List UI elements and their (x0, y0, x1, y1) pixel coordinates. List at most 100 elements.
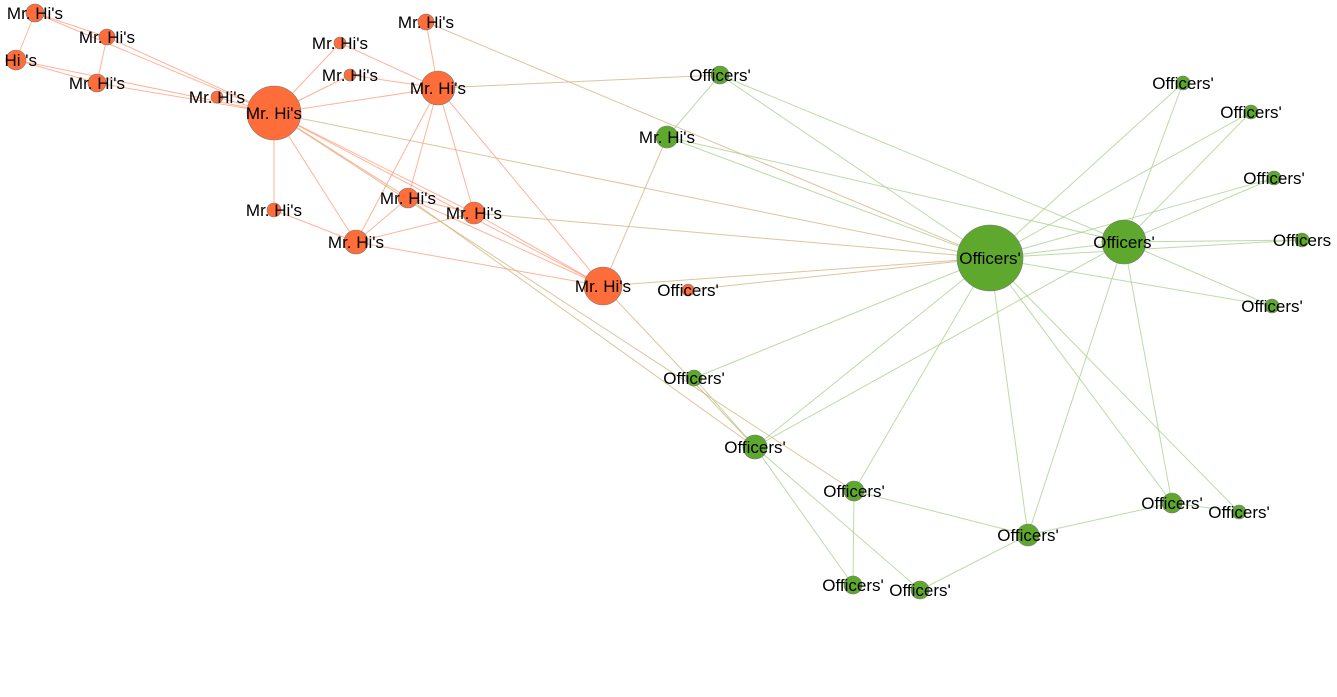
node-label: Mr. Hi's (446, 204, 502, 223)
node-circle[interactable] (1294, 232, 1310, 248)
node-circle[interactable] (1161, 492, 1183, 514)
graph-node[interactable]: Mr. Hi's (189, 88, 245, 107)
node-circle[interactable] (333, 36, 347, 50)
node-label: Officers' (663, 369, 725, 388)
graph-node[interactable]: Officers' (1152, 74, 1214, 93)
graph-node[interactable]: Officers' (1208, 503, 1270, 522)
graph-edge (1123, 241, 1173, 504)
graph-edge (407, 197, 756, 448)
graph-node[interactable]: Officers' (956, 224, 1024, 292)
node-circle[interactable] (1243, 104, 1259, 120)
node-circle[interactable] (681, 283, 695, 297)
graph-node[interactable]: Officers' (663, 369, 725, 388)
node-label: Mr. Hi's (246, 201, 302, 220)
graph-edge (355, 87, 439, 243)
node-label: Mr. Hi's (79, 28, 135, 47)
graph-node[interactable]: . Hi 's (0, 49, 37, 71)
node-circle[interactable] (1175, 75, 1191, 91)
node-circle[interactable] (1231, 504, 1247, 520)
node-circle[interactable] (343, 68, 357, 82)
node-label: Officers (1273, 231, 1331, 250)
node-label: Mr. Hi's (380, 189, 436, 208)
node-label: Officers' (657, 281, 719, 300)
graph-edge (437, 87, 604, 287)
node-circle[interactable] (420, 70, 456, 106)
graph-node[interactable]: Officers' (657, 281, 719, 300)
graph-edge (15, 59, 275, 114)
node-circle[interactable] (5, 49, 27, 71)
node-circle[interactable] (246, 85, 302, 141)
graph-edge (602, 136, 668, 287)
node-circle[interactable] (1266, 170, 1282, 186)
graph-edge (1123, 177, 1275, 243)
graph-node[interactable]: Officers (1273, 231, 1331, 250)
node-circle[interactable] (843, 480, 865, 502)
graph-node[interactable]: Mr. Hi's (575, 266, 631, 306)
node-circle[interactable] (462, 201, 486, 225)
graph-node[interactable]: Officers' (724, 434, 786, 460)
node-label: Officers' (1208, 503, 1270, 522)
node-label: Mr. Hi's (639, 128, 695, 147)
graph-node[interactable]: Officers' (1141, 492, 1203, 514)
graph-edge (273, 112, 475, 214)
graph-node[interactable]: Mr. Hi's (380, 187, 436, 209)
node-circle[interactable] (343, 229, 369, 255)
graph-node[interactable]: Officers' (1093, 219, 1155, 265)
graph-node[interactable]: Mr. Hi's (322, 66, 378, 85)
graph-node[interactable]: Officers' (1243, 169, 1305, 188)
graph-node[interactable]: Officers' (997, 523, 1059, 547)
node-circle[interactable] (417, 13, 435, 31)
graph-node[interactable]: Mr. Hi's (446, 201, 502, 225)
graph-node[interactable]: Mr. Hi's (312, 34, 368, 53)
node-circle[interactable] (1264, 298, 1280, 314)
graph-edge (1027, 241, 1125, 536)
graph-edge (273, 112, 855, 492)
graph-edge (1123, 239, 1303, 243)
graph-node[interactable]: Mr. Hi's (398, 13, 454, 32)
node-label: Mr. Hi's (575, 277, 631, 296)
node-circle[interactable] (843, 575, 863, 595)
graph-edge (666, 74, 721, 138)
node-circle[interactable] (655, 125, 679, 149)
node-circle[interactable] (710, 65, 730, 85)
node-circle[interactable] (25, 3, 45, 23)
graph-node[interactable]: Officers' (1241, 297, 1303, 316)
graph-edge (1123, 111, 1252, 243)
graph-node[interactable]: Mr. Hi's (7, 3, 63, 23)
graph-node[interactable]: Mr. Hi's (410, 70, 466, 106)
graph-node[interactable]: Officers' (889, 580, 951, 600)
node-circle[interactable] (910, 580, 930, 600)
graph-edge (852, 490, 855, 586)
node-circle[interactable] (583, 266, 623, 306)
node-circle[interactable] (1101, 219, 1147, 265)
node-circle[interactable] (1016, 523, 1040, 547)
graph-node[interactable]: Mr. Hi's (246, 201, 302, 220)
graph-node[interactable]: Mr. Hi's (69, 73, 125, 93)
graph-edge (34, 12, 275, 114)
node-circle[interactable] (397, 187, 419, 209)
graph-edge (989, 257, 1240, 513)
graph-node[interactable]: Mr. Hi's (246, 85, 302, 141)
nodes-layer: Mr. Hi'sMr. Hi'sMr. Hi'sMr. Hi'sMr. Hi's… (0, 3, 1331, 600)
node-circle[interactable] (742, 434, 768, 460)
node-circle[interactable] (98, 28, 116, 46)
node-circle[interactable] (266, 202, 282, 218)
node-circle[interactable] (956, 224, 1024, 292)
graph-node[interactable]: Mr. Hi's (639, 125, 695, 149)
node-circle[interactable] (685, 369, 703, 387)
graph-edge (666, 136, 991, 259)
node-label: Officers' (1241, 297, 1303, 316)
graph-node[interactable]: Mr. Hi's (79, 28, 135, 47)
graph-node[interactable]: Mr. Hi's (328, 229, 384, 255)
graph-node[interactable]: Officers' (1220, 103, 1282, 122)
graph-edge (754, 446, 921, 591)
edges-layer (15, 12, 1303, 591)
graph-node[interactable]: Officers' (822, 575, 884, 595)
graph-edge (602, 257, 991, 287)
graph-node[interactable]: Officers' (823, 480, 885, 502)
node-circle[interactable] (87, 73, 107, 93)
graph-node[interactable]: Officers' (689, 65, 751, 85)
node-circle[interactable] (210, 90, 224, 104)
graph-edge (15, 59, 98, 84)
